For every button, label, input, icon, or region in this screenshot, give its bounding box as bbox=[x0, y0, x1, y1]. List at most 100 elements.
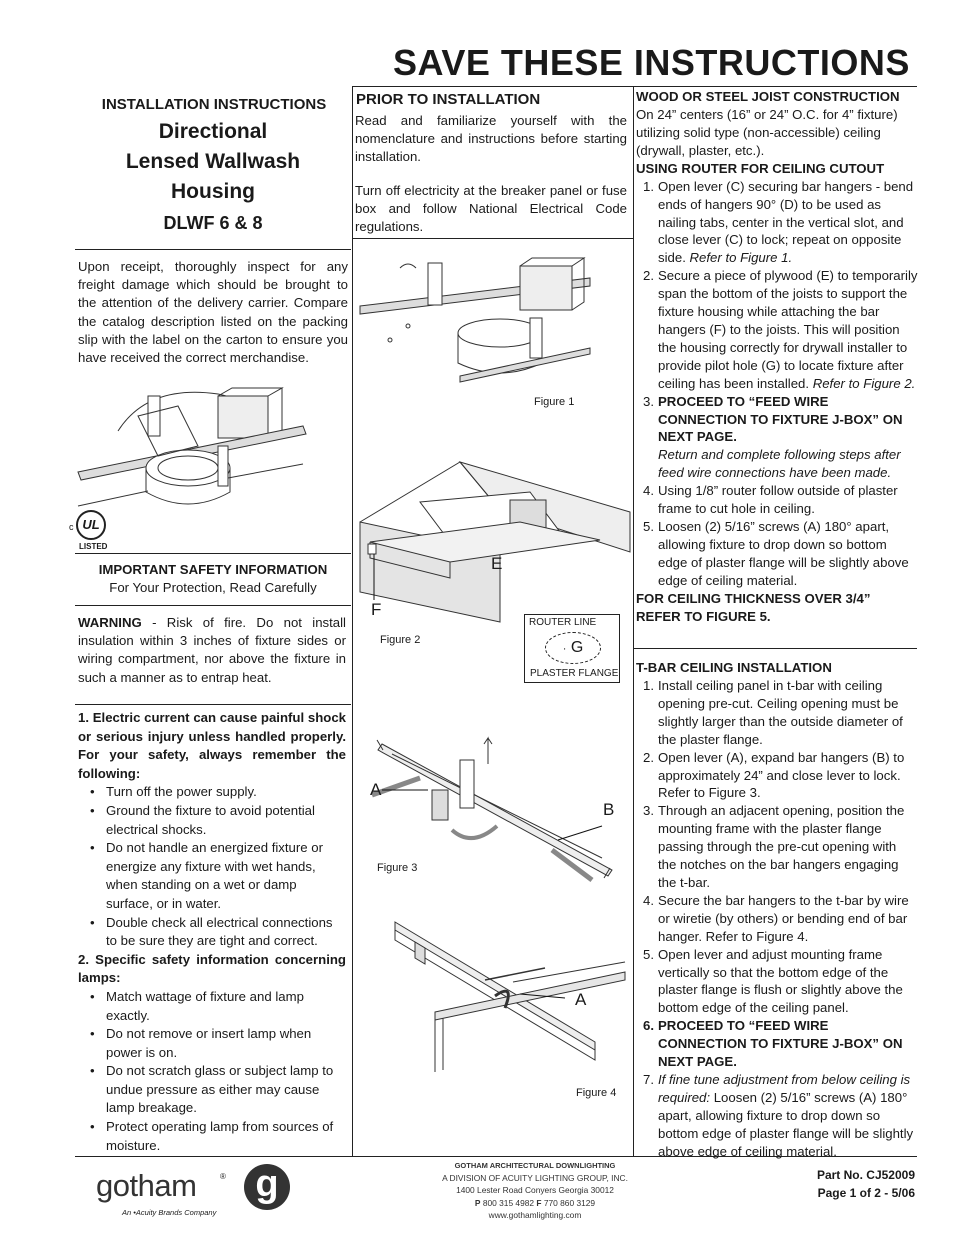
product-title-block: INSTALLATION INSTRUCTIONS Directional Le… bbox=[75, 96, 351, 237]
ul-listed-text: LISTED bbox=[79, 542, 108, 551]
prior-bottom-rule bbox=[352, 238, 633, 239]
tbar-step-4-text: Secure the bar hangers to the t-bar by w… bbox=[658, 892, 909, 944]
phone-number: 800 315 4982 bbox=[480, 1197, 537, 1208]
warning-text: - Risk of fire. Do not install insulatio… bbox=[78, 615, 346, 685]
tbar-step-5-text: Open lever and adjust mounting frame ver… bbox=[658, 946, 903, 1016]
column-divider-left bbox=[352, 86, 353, 1156]
company-address: GOTHAM ARCHITECTURAL DOWNLIGHTING A DIVI… bbox=[420, 1160, 650, 1221]
part-info: Part No. CJ52009 Page 1 of 2 - 5/06 bbox=[760, 1166, 915, 1202]
label-a-figure-3: A bbox=[370, 780, 382, 799]
prior-heading: PRIOR TO INSTALLATION bbox=[356, 91, 541, 108]
tbar-step-2: 2.Open lever (A), expand bar hangers (B)… bbox=[643, 749, 905, 801]
router-step-2: 2.Secure a piece of plywood (E) to tempo… bbox=[643, 268, 918, 391]
label-e: E bbox=[491, 554, 503, 573]
router-steps: 1.Open lever (C) securing bar hangers - … bbox=[636, 178, 918, 590]
gotham-logo: gotham ® An •Acuity Brands Company g bbox=[96, 1164, 296, 1222]
safety-item-1-number: 1. bbox=[78, 710, 89, 725]
tbar-step-1-text: Install ceiling panel in t-bar with ceil… bbox=[658, 678, 903, 747]
figure-2-caption: Figure 2 bbox=[380, 634, 421, 646]
page-title: SAVE THESE INSTRUCTIONS bbox=[393, 42, 910, 83]
label-b: B bbox=[603, 800, 615, 819]
company-division: A DIVISION OF ACUITY LIGHTING GROUP, INC… bbox=[442, 1173, 628, 1184]
safety-heading: IMPORTANT SAFETY INFORMATION bbox=[98, 562, 328, 577]
brand-registered: ® bbox=[220, 1172, 226, 1181]
phone-label: P bbox=[474, 1197, 481, 1208]
router-step-5: 5.Loosen (2) 5/16” screws (A) 180° apart… bbox=[643, 518, 909, 588]
figure-4-illustration bbox=[394, 921, 626, 1072]
gotham-g-icon: g bbox=[244, 1164, 290, 1210]
phone-fax: P 800 315 4982 F 770 860 3129 bbox=[420, 1197, 650, 1209]
router-step-2-text: Secure a piece of plywood (E) to tempora… bbox=[658, 268, 918, 391]
column-divider-right bbox=[633, 86, 634, 1156]
ul-listed-mark: c UL LISTED bbox=[69, 510, 119, 552]
tbar-step-7-text: Loosen (2) 5/16” screws (A) 180° apart, … bbox=[658, 1089, 914, 1159]
warning-bottom-rule bbox=[75, 704, 351, 705]
safety-item-2: 2. Specific safety information concernin… bbox=[78, 951, 346, 988]
title-rule bbox=[75, 249, 351, 250]
router-step-3-note: Return and complete following steps afte… bbox=[658, 447, 901, 481]
bullet-item: Do not scratch glass or subject lamp to … bbox=[78, 1062, 346, 1118]
tbar-step-4: 4.Secure the bar hangers to the t-bar by… bbox=[643, 892, 909, 944]
label-f: F bbox=[371, 600, 382, 619]
warning-paragraph: WARNING - Risk of fire. Do not install i… bbox=[78, 614, 346, 687]
bullet-item: Double check all electrical connections … bbox=[78, 914, 346, 951]
right-column: WOOD OR STEEL JOIST CONSTRUCTION On 24” … bbox=[636, 88, 918, 626]
page-number: Page 1 of 2 - 5/06 bbox=[817, 1186, 915, 1200]
ul-text: UL bbox=[82, 517, 100, 532]
figure-3-caption: Figure 3 bbox=[377, 862, 418, 874]
safety-item-1-bullets: Turn off the power supply. Ground the fi… bbox=[78, 783, 346, 950]
ceiling-thickness-note: FOR CEILING THICKNESS OVER 3/4” REFER TO… bbox=[636, 590, 871, 624]
tbar-heading: T-BAR CEILING INSTALLATION bbox=[636, 660, 832, 675]
figure-3-illustration bbox=[371, 736, 613, 882]
fax-number: 770 860 3129 bbox=[541, 1197, 596, 1208]
router-step-4-text: Using 1/8” router follow outside of plas… bbox=[658, 483, 898, 517]
bullet-item: Turn off the power supply. bbox=[78, 783, 346, 802]
label-a-figure-4: A bbox=[575, 990, 587, 1009]
bullet-item: Do not handle an energized fixture or en… bbox=[78, 839, 346, 913]
pilot-hole-circle: · G bbox=[545, 632, 601, 664]
router-step-4: 4.Using 1/8” router follow outside of pl… bbox=[643, 483, 898, 517]
figure-2-illustration bbox=[359, 461, 631, 623]
bullet-item: Do not remove or insert lamp when power … bbox=[78, 1025, 346, 1062]
safety-subheading: For Your Protection, Read Carefully bbox=[109, 580, 317, 595]
plaster-flange-label: PLASTER FLANGE bbox=[530, 668, 619, 679]
joist-paragraph: On 24” centers (16” or 24” O.C. for 4” f… bbox=[636, 107, 898, 158]
figure-1-caption: Figure 1 bbox=[534, 396, 575, 408]
safety-header: IMPORTANT SAFETY INFORMATION For Your Pr… bbox=[75, 561, 351, 597]
router-callout-box: ROUTER LINE · G PLASTER FLANGE bbox=[524, 614, 620, 683]
router-step-2-ref: Refer to Figure 2. bbox=[812, 375, 916, 391]
tbar-step-3: 3.Through an adjacent opening, position … bbox=[643, 803, 905, 890]
prior-paragraph-2: Turn off electricity at the breaker pane… bbox=[355, 183, 627, 235]
right-mid-rule bbox=[633, 648, 917, 649]
tbar-step-2-text: Open lever (A), expand bar hangers (B) t… bbox=[658, 749, 905, 801]
product-name-line2: Lensed Wallwash bbox=[125, 150, 301, 173]
router-line-label: ROUTER LINE bbox=[529, 617, 597, 628]
tbar-step-1: 1.Install ceiling panel in t-bar with ce… bbox=[643, 678, 903, 747]
product-name-line1: Directional bbox=[158, 120, 268, 143]
tbar-step-7-ital: If fine tune adjustment from below ceili… bbox=[658, 1071, 911, 1105]
bullet-item: Match wattage of fixture and lamp exactl… bbox=[78, 988, 346, 1025]
ul-circle-icon: UL bbox=[76, 510, 106, 540]
tbar-step-5: 5.Open lever and adjust mounting frame v… bbox=[643, 946, 903, 1016]
prior-paragraph-1: Read and familiarize yourself with the n… bbox=[355, 113, 627, 165]
street-address: 1400 Lester Road Conyers Georgia 30012 bbox=[456, 1185, 614, 1196]
safety-item-1: 1. Electric current can cause painful sh… bbox=[78, 709, 346, 783]
tbar-step-3-text: Through an adjacent opening, position th… bbox=[658, 803, 905, 890]
figure-4-caption: Figure 4 bbox=[576, 1087, 617, 1099]
warning-label: WARNING bbox=[78, 615, 142, 630]
router-step-3: 3.PROCEED TO “FEED WIRE CONNECTION TO FI… bbox=[643, 393, 903, 481]
footer-rule bbox=[75, 1156, 917, 1157]
ul-c-letter: c bbox=[69, 522, 74, 532]
safety-mid-rule bbox=[75, 605, 351, 606]
fax-label: F bbox=[536, 1197, 542, 1208]
router-step-5-text: Loosen (2) 5/16” screws (A) 180° apart, … bbox=[658, 518, 909, 588]
safety-item-1-text: Electric current can cause painful shock… bbox=[78, 710, 346, 781]
safety-top-rule bbox=[75, 553, 351, 554]
brand-subtitle: An •Acuity Brands Company bbox=[122, 1208, 217, 1217]
router-step-1-ref: Refer to Figure 1. bbox=[689, 250, 793, 266]
bullet-item: Ground the fixture to avoid potential el… bbox=[78, 802, 346, 839]
safety-item-2-bullets: Match wattage of fixture and lamp exactl… bbox=[78, 988, 346, 1155]
company-name: GOTHAM ARCHITECTURAL DOWNLIGHTING bbox=[454, 1161, 616, 1170]
tbar-step-7: 7.If fine tune adjustment from below cei… bbox=[643, 1071, 914, 1159]
tbar-step-6-text: PROCEED TO “FEED WIRE CONNECTION TO FIXT… bbox=[658, 1018, 903, 1070]
